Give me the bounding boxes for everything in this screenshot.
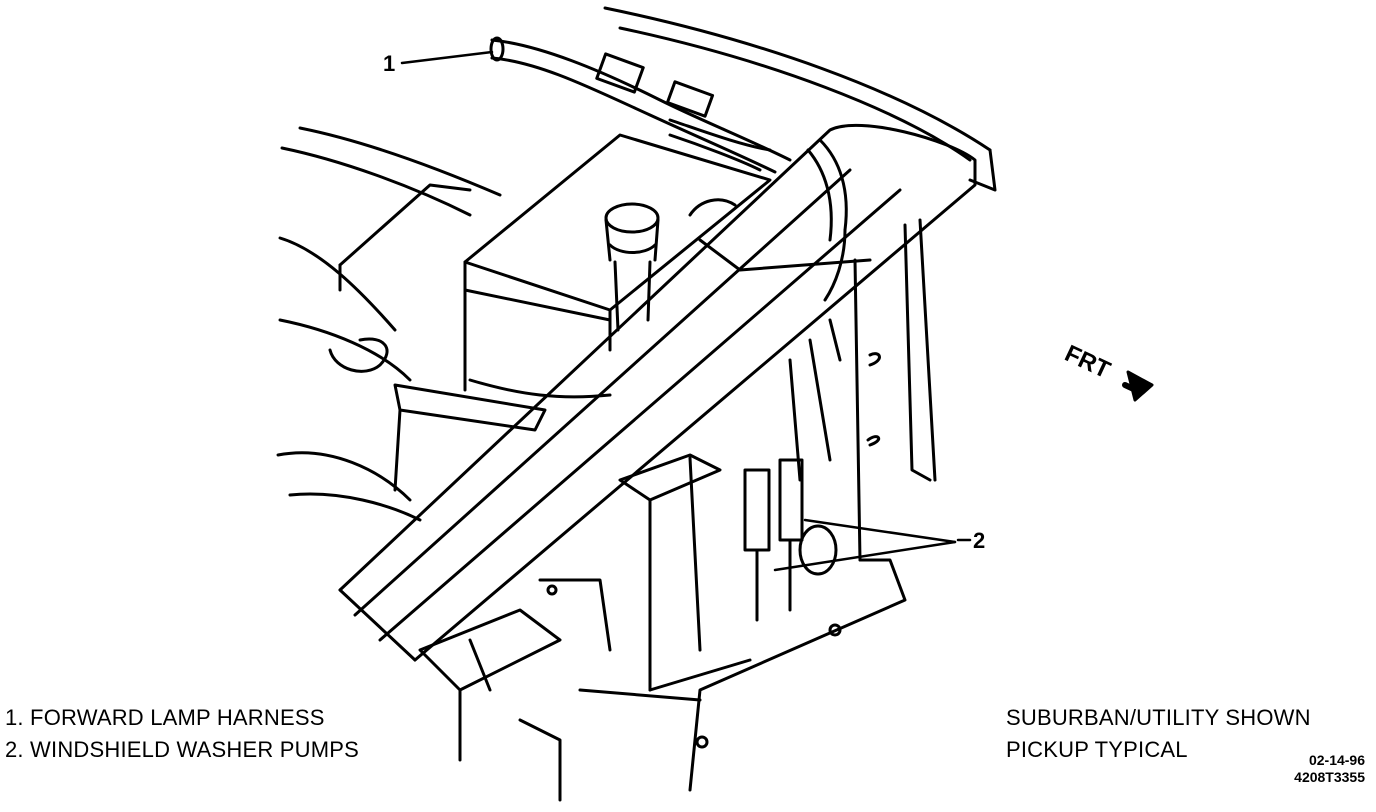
support-panel — [688, 218, 937, 792]
lower-bracket — [393, 383, 842, 802]
legend-item-1: 1. FORWARD LAMP HARNESS — [5, 705, 325, 730]
leader-line-2b — [773, 540, 957, 572]
note-line-1: SUBURBAN/UTILITY SHOWN — [1006, 705, 1311, 730]
leader-lines — [400, 50, 972, 572]
callout-2: 2 — [973, 528, 986, 553]
front-direction-arrow-icon — [1122, 370, 1154, 402]
legend-item-2: 2. WINDSHIELD WASHER PUMPS — [5, 737, 359, 762]
reference-date: 02-14-96 — [1308, 752, 1365, 768]
filler-neck — [604, 202, 660, 332]
note-line-2: PICKUP TYPICAL — [1006, 737, 1188, 762]
cowl-outline — [603, 6, 997, 192]
leader-line-1 — [400, 50, 494, 65]
washer-reservoir — [463, 133, 772, 399]
leader-line-2a — [803, 518, 957, 544]
radiator-support — [338, 123, 977, 662]
washer-pumps — [618, 318, 842, 692]
fender-outline — [276, 126, 502, 522]
callout-1: 1 — [383, 51, 396, 76]
reference-code: 4208T3355 — [1294, 769, 1365, 785]
